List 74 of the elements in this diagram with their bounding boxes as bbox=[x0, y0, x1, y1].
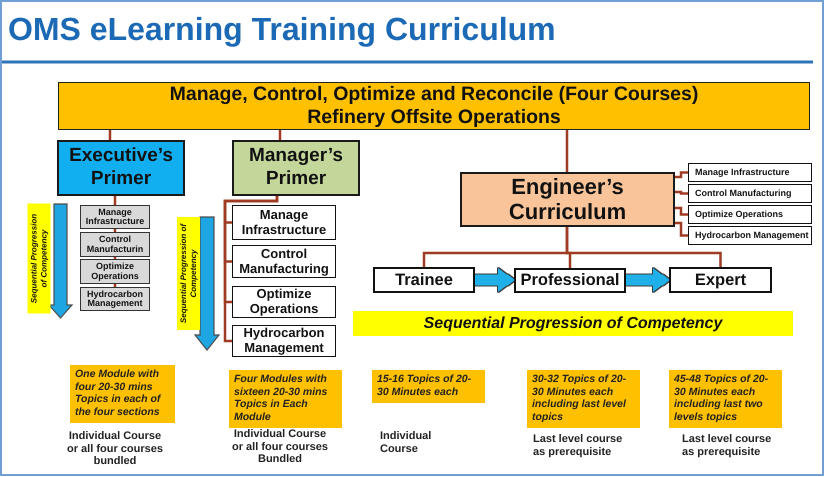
module-box bbox=[80, 287, 150, 311]
module-name: Hydrocarbon Management bbox=[242, 326, 326, 356]
banner-text: Refinery Offsite Operations bbox=[307, 106, 561, 130]
course-note: Individual Course or all four courses bundled bbox=[66, 430, 164, 468]
module-name: Hydrocarbon Management bbox=[695, 230, 809, 240]
role-box bbox=[232, 140, 360, 196]
module-name: Hydrocarbon Management bbox=[86, 290, 144, 308]
competency-label: Sequential Progression of Competency bbox=[177, 217, 200, 330]
course-note: Last level course as prerequisite bbox=[533, 433, 624, 458]
connector-line bbox=[224, 196, 278, 342]
module-box bbox=[80, 259, 150, 284]
role-box bbox=[57, 140, 185, 196]
course-banner bbox=[58, 82, 810, 130]
course-note: Last level course as prerequisite bbox=[682, 433, 772, 458]
level-name: Professional bbox=[520, 271, 620, 290]
level-name: Expert bbox=[694, 270, 746, 290]
module-name: Manage Infrastructure bbox=[240, 208, 328, 238]
module-name: Optimize Operations bbox=[90, 262, 140, 281]
block-arrow bbox=[475, 268, 514, 292]
module-box bbox=[232, 325, 336, 357]
connector-line bbox=[114, 257, 116, 259]
connector-line bbox=[675, 222, 688, 237]
course-note: Individual Course or all four courses Bundled bbox=[231, 428, 329, 466]
module-name: Manage Infrastructure bbox=[695, 168, 790, 178]
module-box bbox=[688, 184, 812, 203]
module-box bbox=[688, 226, 812, 245]
connector-line bbox=[566, 227, 722, 267]
info-text: 30-32 Topics of 20-30 Minutes each including last level topics bbox=[532, 373, 628, 424]
connector-line bbox=[114, 196, 116, 205]
module-name: Optimize Operations bbox=[695, 210, 784, 220]
block-arrow bbox=[626, 268, 669, 292]
connector-line bbox=[675, 171, 688, 178]
diagram-title: OMS eLearning Training Curriculum bbox=[8, 11, 556, 48]
level-box bbox=[669, 267, 772, 293]
module-box bbox=[80, 205, 150, 229]
info-text: One Module with four 20-30 mins Topics in each of the four sections bbox=[75, 368, 162, 418]
info-box bbox=[70, 365, 175, 423]
module-name: Optimize Operations bbox=[248, 287, 320, 317]
connector-line bbox=[675, 206, 688, 216]
module-box bbox=[80, 232, 150, 257]
connector-line bbox=[114, 284, 116, 287]
role-box bbox=[460, 172, 675, 227]
connector-line bbox=[675, 190, 688, 195]
module-name: Manage Infrastructure bbox=[84, 208, 146, 226]
connector-line bbox=[108, 130, 112, 140]
module-name: Control Manufacturin bbox=[86, 235, 144, 254]
info-text: 45-48 Topics of 20-30 Minutes each including last two levels topics bbox=[674, 373, 770, 424]
banner-text: Manage, Control, Optimize and Reconcile (Four Courses) bbox=[170, 82, 698, 106]
info-box bbox=[229, 370, 342, 428]
module-name: Control Manufacturing bbox=[238, 246, 330, 276]
module-name: Control Manufacturing bbox=[695, 188, 792, 198]
connector-line bbox=[278, 130, 282, 140]
info-box bbox=[372, 370, 485, 403]
connector-line bbox=[566, 130, 568, 172]
level-box bbox=[514, 268, 626, 293]
module-box bbox=[232, 286, 336, 318]
module-box bbox=[232, 205, 336, 240]
role-title: Engineer’s Curriculum bbox=[508, 175, 628, 224]
info-box bbox=[527, 370, 640, 428]
module-box bbox=[688, 163, 812, 182]
info-text: Four Modules with sixteen 20-30 mins Topics in Each Module bbox=[234, 373, 328, 424]
module-box bbox=[688, 205, 812, 224]
level-name: Trainee bbox=[395, 270, 453, 290]
info-text: 15-16 Topics of 20-30 Minutes each bbox=[377, 373, 472, 398]
connector-line bbox=[114, 229, 116, 232]
level-box bbox=[373, 267, 475, 293]
module-box bbox=[232, 245, 336, 278]
course-note: Individual Course bbox=[380, 430, 432, 456]
role-title: Manager’s Primer bbox=[248, 145, 344, 191]
info-box bbox=[669, 370, 782, 428]
role-title: Executive’s Primer bbox=[68, 145, 174, 191]
band-text: Sequential Progression of Competency bbox=[424, 314, 722, 332]
competency-band bbox=[353, 311, 793, 336]
competency-label: Sequential Progression of Competency bbox=[27, 203, 50, 313]
